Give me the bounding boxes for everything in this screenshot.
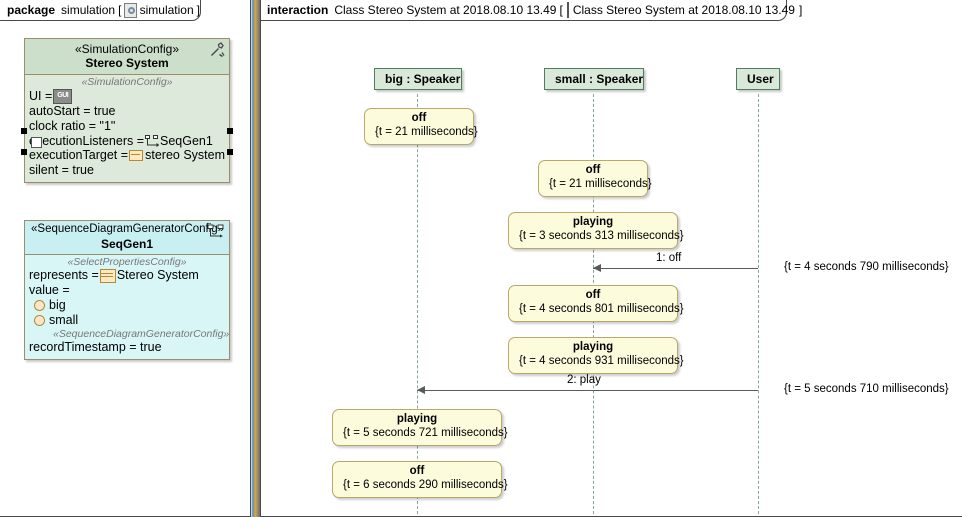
- attribute-execution-target-value: stereo System: [145, 148, 225, 163]
- value-item-small[interactable]: small: [29, 313, 225, 328]
- attribute-execution-target[interactable]: executionTarget = stereo System: [29, 148, 225, 163]
- attribute-execution-listeners[interactable]: executionListeners = SeqGen1: [29, 134, 225, 149]
- state-box[interactable]: off {t = 4 seconds 801 milliseconds}: [508, 285, 684, 322]
- attribute-ui-label: UI =: [29, 88, 53, 103]
- state-name: playing: [572, 216, 614, 228]
- state-time: {t = 4 seconds 801 milliseconds}: [519, 302, 684, 315]
- state-name: off: [585, 289, 601, 301]
- message-label-1: 1: off: [656, 252, 682, 264]
- message-line-1[interactable]: [593, 268, 758, 269]
- wrench-tool-icon: [211, 42, 225, 58]
- message-time-1: {t = 4 seconds 790 milliseconds}: [784, 261, 949, 273]
- package-name: simulation: [61, 3, 116, 17]
- interaction-keyword: interaction: [267, 3, 329, 17]
- state-name: off: [409, 465, 425, 477]
- attribute-execution-listeners-label: executionListeners =: [29, 133, 145, 148]
- state-name: playing: [572, 341, 614, 353]
- state-time: {t = 6 seconds 290 milliseconds}: [343, 478, 508, 491]
- bracket-close: ]: [798, 3, 803, 17]
- lifeline-head-small[interactable]: small : Speaker: [544, 68, 644, 90]
- simulation-config-header: «SimulationConfig» Stereo System: [25, 39, 229, 75]
- state-box[interactable]: playing {t = 4 seconds 931 milliseconds}: [508, 337, 684, 374]
- radio-icon: [34, 314, 45, 326]
- state-box[interactable]: off {t = 6 seconds 290 milliseconds}: [332, 461, 508, 498]
- state-name: off: [585, 164, 601, 176]
- bracket-open: [: [118, 3, 122, 17]
- seqgen-icon: [207, 224, 224, 238]
- selection-handle-left-1[interactable]: [21, 128, 27, 134]
- interaction-name: Class Stereo System at 2018.08.10 13.49: [334, 3, 557, 17]
- radio-icon: [34, 299, 45, 311]
- message-arrowhead-1: [593, 264, 601, 272]
- panel-splitter[interactable]: [251, 0, 260, 517]
- state-name: off: [411, 112, 427, 124]
- seqgen-icon: [145, 134, 160, 147]
- state-time: {t = 5 seconds 721 milliseconds}: [343, 426, 508, 439]
- message-line-2[interactable]: [417, 390, 758, 391]
- simulation-config-stereotype: «SimulationConfig»: [74, 42, 180, 56]
- attribute-clock-ratio[interactable]: clock ratio = "1": [29, 118, 116, 133]
- gui-icon: GUI: [53, 88, 73, 104]
- value-item-small-label: small: [49, 312, 79, 327]
- message-label-2: 2: play: [567, 374, 601, 386]
- package-inner-name: simulation: [139, 3, 194, 17]
- attribute-record-timestamp[interactable]: recordTimestamp = true: [29, 340, 162, 355]
- lifeline-head-big[interactable]: big : Speaker: [374, 68, 462, 90]
- simulation-config-compartment-label: «SimulationConfig»: [81, 76, 173, 89]
- state-box[interactable]: off {t = 21 milliseconds}: [538, 160, 652, 197]
- selection-handle-left-2[interactable]: [21, 149, 27, 155]
- state-time: {t = 4 seconds 931 milliseconds}: [519, 354, 684, 367]
- simulation-config-block[interactable]: «SimulationConfig» Stereo System «Simula…: [21, 38, 233, 184]
- attribute-value-label[interactable]: value =: [29, 283, 70, 298]
- sequence-diagram-icon: [566, 2, 569, 18]
- attribute-ui[interactable]: UI = GUI: [29, 88, 225, 104]
- attribute-represents-value: Stereo System: [116, 268, 199, 283]
- state-time: {t = 21 milliseconds}: [549, 177, 652, 190]
- state-box[interactable]: playing {t = 3 seconds 313 milliseconds}: [508, 212, 684, 249]
- sequence-generator-header: «SequenceDiagramGeneratorConfig» SeqGen1: [25, 221, 229, 254]
- package-diagram-tab[interactable]: package simulation [ simulation ]: [0, 0, 201, 21]
- message-time-2: {t = 5 seconds 710 milliseconds}: [784, 383, 949, 395]
- lifeline-user: [758, 94, 759, 514]
- selection-handle-right-1[interactable]: [227, 128, 233, 134]
- sequence-generator-config-block[interactable]: «SequenceDiagramGeneratorConfig» SeqGen1…: [24, 220, 230, 361]
- state-time: {t = 3 seconds 313 milliseconds}: [519, 229, 684, 242]
- value-item-big[interactable]: big: [29, 298, 225, 313]
- package-keyword: package: [7, 3, 56, 17]
- bracket-open: [: [559, 3, 563, 17]
- state-box[interactable]: off {t = 21 milliseconds}: [364, 108, 478, 145]
- value-item-big-label: big: [49, 297, 66, 312]
- attribute-execution-target-label: executionTarget =: [29, 148, 129, 163]
- lifeline-head-user[interactable]: User: [736, 68, 780, 90]
- block-icon: [99, 268, 116, 283]
- select-properties-compartment-label: «SelectPropertiesConfig»: [67, 255, 187, 268]
- package-diagram-panel: package simulation [ simulation ] «Simul…: [0, 0, 251, 517]
- interaction-diagram-tab[interactable]: interaction Class Stereo System at 2018.…: [261, 0, 802, 21]
- attribute-silent[interactable]: silent = true: [29, 163, 94, 178]
- property-icon: [129, 150, 144, 162]
- state-time: {t = 21 milliseconds}: [375, 125, 478, 138]
- simulation-config-body: «SimulationConfig» UI = GUI autoStart = …: [25, 74, 229, 183]
- bracket-close: ]: [196, 3, 200, 17]
- attribute-execution-listeners-value: SeqGen1: [160, 133, 213, 148]
- sequence-diagram-panel: interaction Class Stereo System at 2018.…: [260, 0, 962, 517]
- interaction-inner-name: Class Stereo System at 2018.08.10 13.49: [572, 3, 795, 17]
- sequence-generator-title: SeqGen1: [100, 236, 154, 251]
- attribute-represents[interactable]: represents = Stereo System: [29, 268, 225, 283]
- state-name: playing: [396, 413, 438, 425]
- message-arrowhead-2: [417, 386, 425, 394]
- sequence-generator-body: «SelectPropertiesConfig» represents = St…: [25, 253, 230, 360]
- package-diagram-icon: [124, 2, 137, 18]
- sequence-generator-compartment-label: «SequenceDiagramGeneratorConfig»: [53, 327, 230, 340]
- lifeline-big: [417, 94, 418, 514]
- selection-handle-right-2[interactable]: [227, 149, 233, 155]
- state-box[interactable]: playing {t = 5 seconds 721 milliseconds}: [332, 409, 508, 446]
- sequence-generator-stereotype: «SequenceDiagramGeneratorConfig»: [31, 223, 225, 235]
- attribute-represents-label: represents =: [29, 268, 99, 283]
- attribute-autostart[interactable]: autoStart = true: [29, 103, 116, 118]
- nested-indicator-icon: [31, 137, 42, 148]
- simulation-config-title: Stereo System: [85, 56, 169, 71]
